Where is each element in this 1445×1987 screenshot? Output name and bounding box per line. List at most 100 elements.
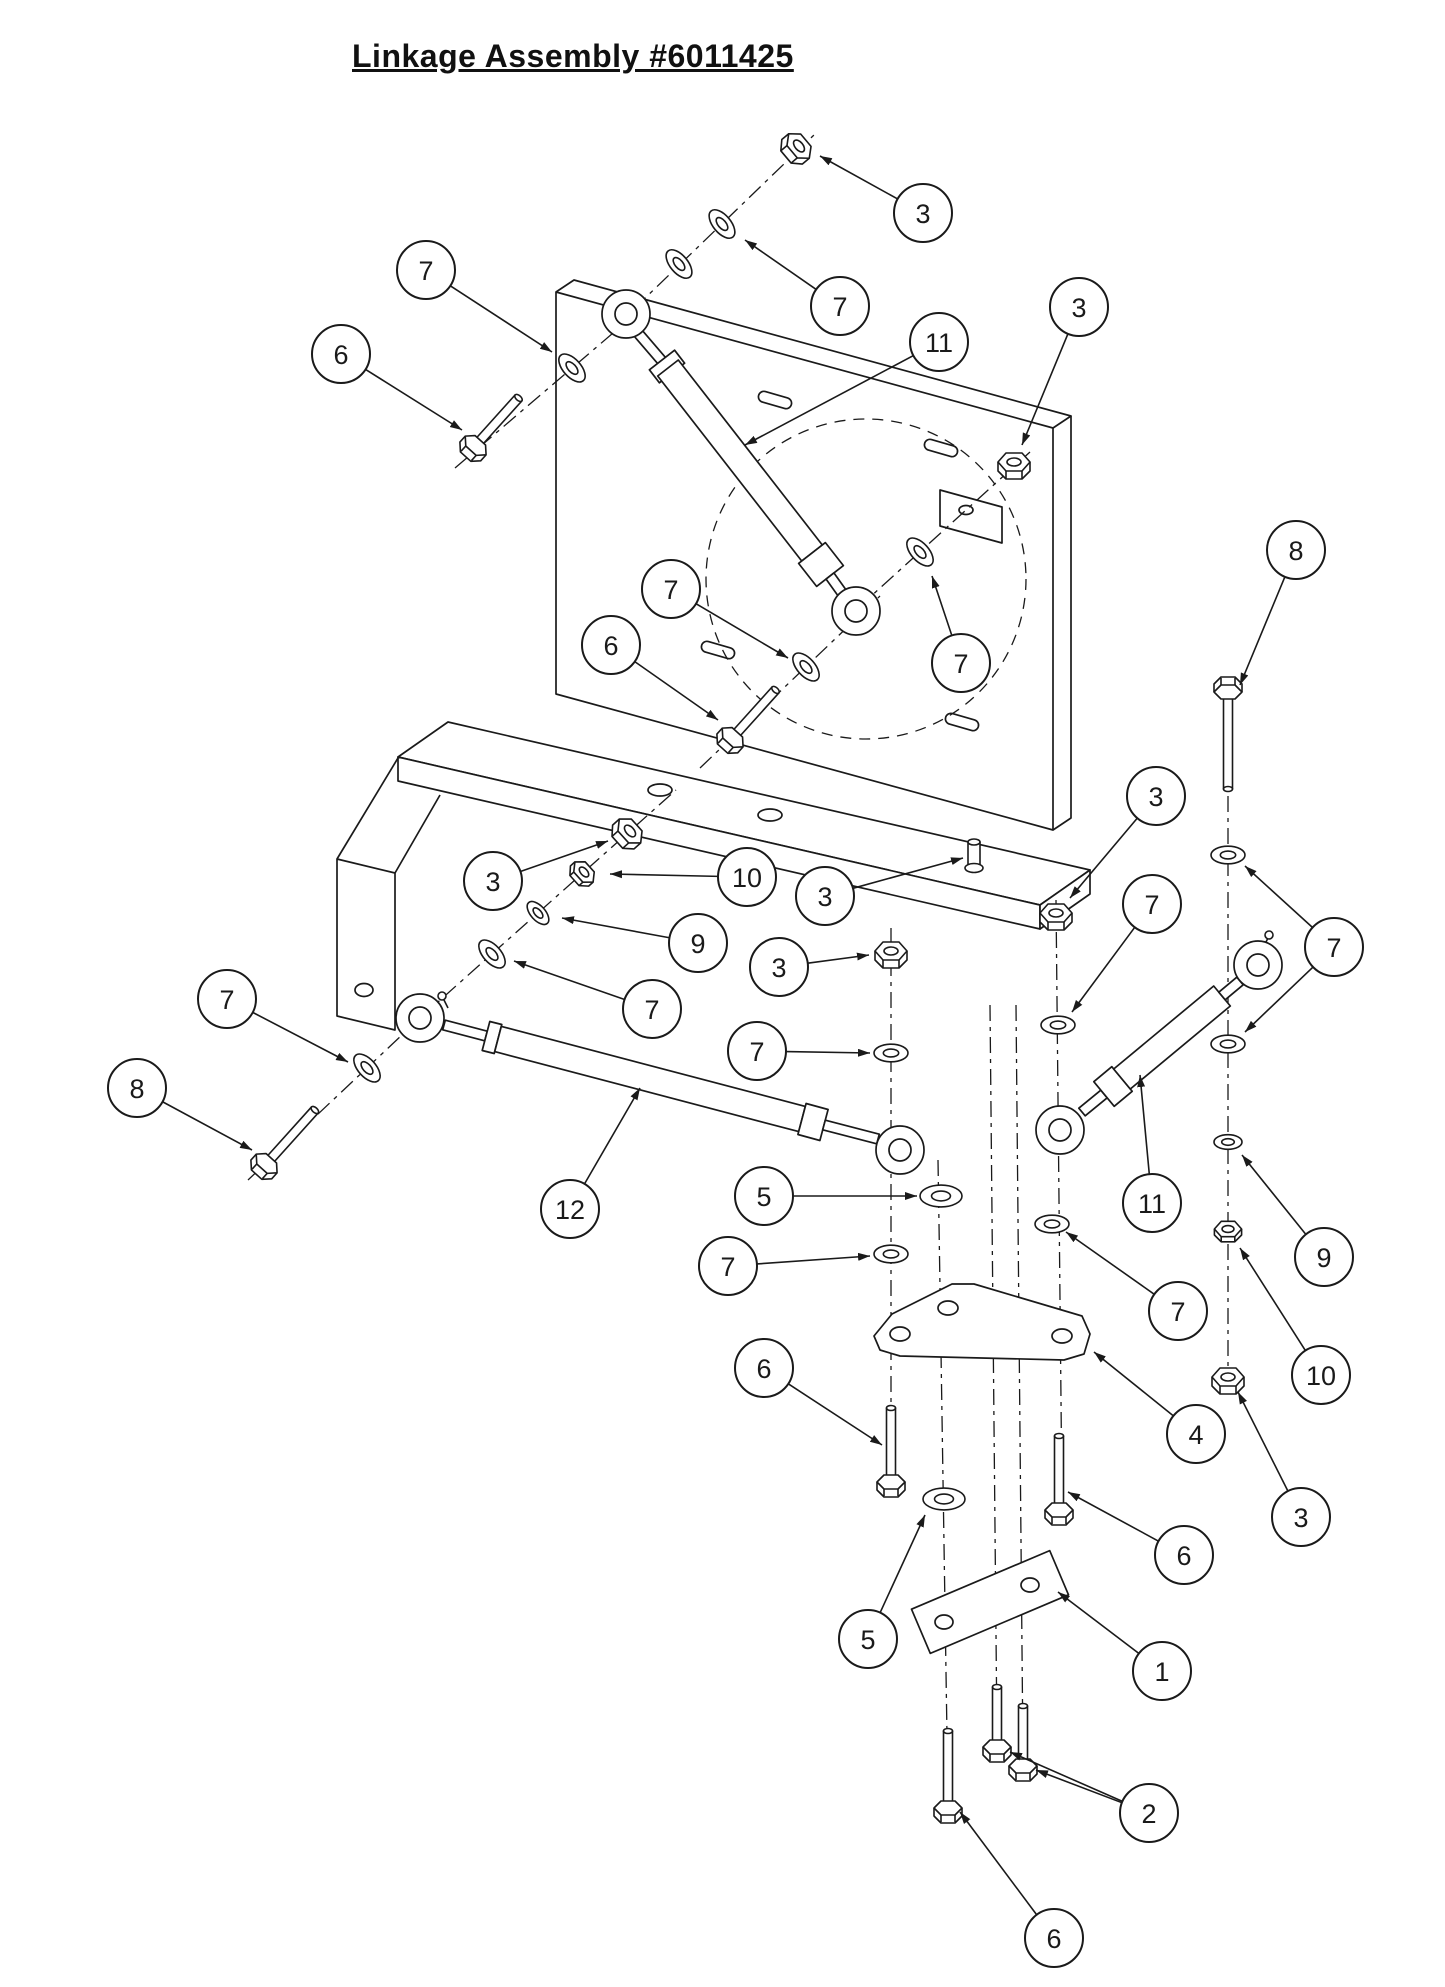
large-flat-washer [919,1184,963,1208]
callout-balloon [1049,277,1109,337]
flat-washer [1040,1015,1076,1035]
hex-bolt [1008,1702,1038,1782]
leader-line [1035,1769,1123,1804]
callout-number: 7 [720,1252,735,1282]
leader-line [449,285,553,353]
callout-balloon [1271,1487,1331,1547]
callout-balloon [581,615,641,675]
rod-end-hole [888,1138,912,1162]
callout-balloon [540,1179,600,1239]
hex-nut [1211,1367,1245,1395]
callout-8: 8 [1239,520,1326,686]
callout-balloon [1154,1525,1214,1585]
leader-line [744,239,817,291]
callout-balloon [717,847,777,907]
callout-balloon [1126,766,1186,826]
bracket-slot [700,640,736,660]
rod-end-hole [614,302,638,326]
flat-washer [1210,845,1246,865]
hex-bolt [982,1683,1012,1763]
leader-line [1067,1491,1159,1542]
rod-threaded-shank [441,1019,489,1042]
callout-number: 7 [219,985,234,1015]
callout-balloon [810,276,870,336]
base-hole [647,783,673,797]
rod-hex-adjuster [797,1102,829,1142]
callout-number: 3 [1293,1503,1308,1533]
callout-7: 7 [727,1021,871,1081]
lever-plate [873,1283,1091,1361]
lock-washer [526,900,550,926]
lever-plate-face [873,1283,1091,1361]
callout-number: 11 [1138,1189,1166,1219]
callout-balloon [396,240,456,300]
callout-2: 2 [1009,1751,1179,1843]
callout-balloon [622,979,682,1039]
callout-balloon [107,1058,167,1118]
lock-washer [1213,1133,1243,1151]
callout-7: 7 [396,240,553,353]
leader-line [785,1048,871,1057]
callout-3: 3 [819,155,953,243]
callout-balloon [1148,1281,1208,1341]
flat-washer [1034,1214,1070,1234]
link-plate-hole [934,1614,954,1630]
leader-line [959,1811,1038,1916]
callout-balloon [909,312,969,372]
leader-line [695,603,789,659]
flat-washer [906,537,934,567]
leader-line [520,840,609,873]
callout-balloon [311,324,371,384]
hex-nut [874,941,908,969]
callout-10: 10 [609,847,777,907]
leader-line [1237,1391,1289,1492]
callout-balloon [1166,1404,1226,1464]
callout-9: 9 [1241,1154,1354,1287]
flat-washer [353,1053,381,1083]
leader-line [787,1383,883,1446]
callout-balloon [641,559,701,619]
callout-balloon [1266,520,1326,580]
callout-7: 7 [1065,1231,1208,1341]
grease-zerk [437,991,447,1001]
bracket-top-edge [555,279,1072,429]
callout-3: 3 [1021,277,1109,446]
anchor-tab-hole [958,504,974,516]
jam-nut [569,861,596,887]
callout-number: 7 [644,995,659,1025]
callout-balloon [1122,1173,1182,1233]
callout-7: 7 [1244,865,1364,1033]
lever-plate-hole [937,1300,959,1316]
callout-8: 8 [107,1058,253,1151]
callout-number: 7 [1326,933,1341,963]
leader-line [1239,576,1286,686]
callout-number: 7 [418,256,433,286]
rod-end-hole [408,1006,432,1030]
callout-number: 7 [832,292,847,322]
left-arm [336,858,396,1031]
callout-7: 7 [931,575,991,693]
leader-line [1021,333,1069,446]
leader-line [1137,1074,1151,1175]
callout-3: 3 [1069,766,1186,899]
callout-6: 6 [1067,1491,1214,1585]
callout-3: 3 [749,937,870,997]
callout-balloon [1024,1908,1084,1968]
callout-number: 3 [771,953,786,983]
callout-5: 5 [838,1514,926,1669]
leader-line [807,952,870,964]
callout-number: 6 [1176,1541,1191,1571]
bracket-slot [944,712,980,732]
leader-line [1009,1751,1123,1803]
leader-line [1093,1351,1174,1417]
callout-11: 11 [744,312,969,446]
callout-number: 3 [1148,782,1163,812]
leader-line [583,1087,641,1185]
grease-zerk [1264,930,1274,940]
hex-bolt [459,393,524,463]
leader-line [1244,966,1314,1033]
callout-number: 7 [1144,890,1159,920]
arm-connector [336,757,399,860]
callout-number: 7 [953,649,968,679]
